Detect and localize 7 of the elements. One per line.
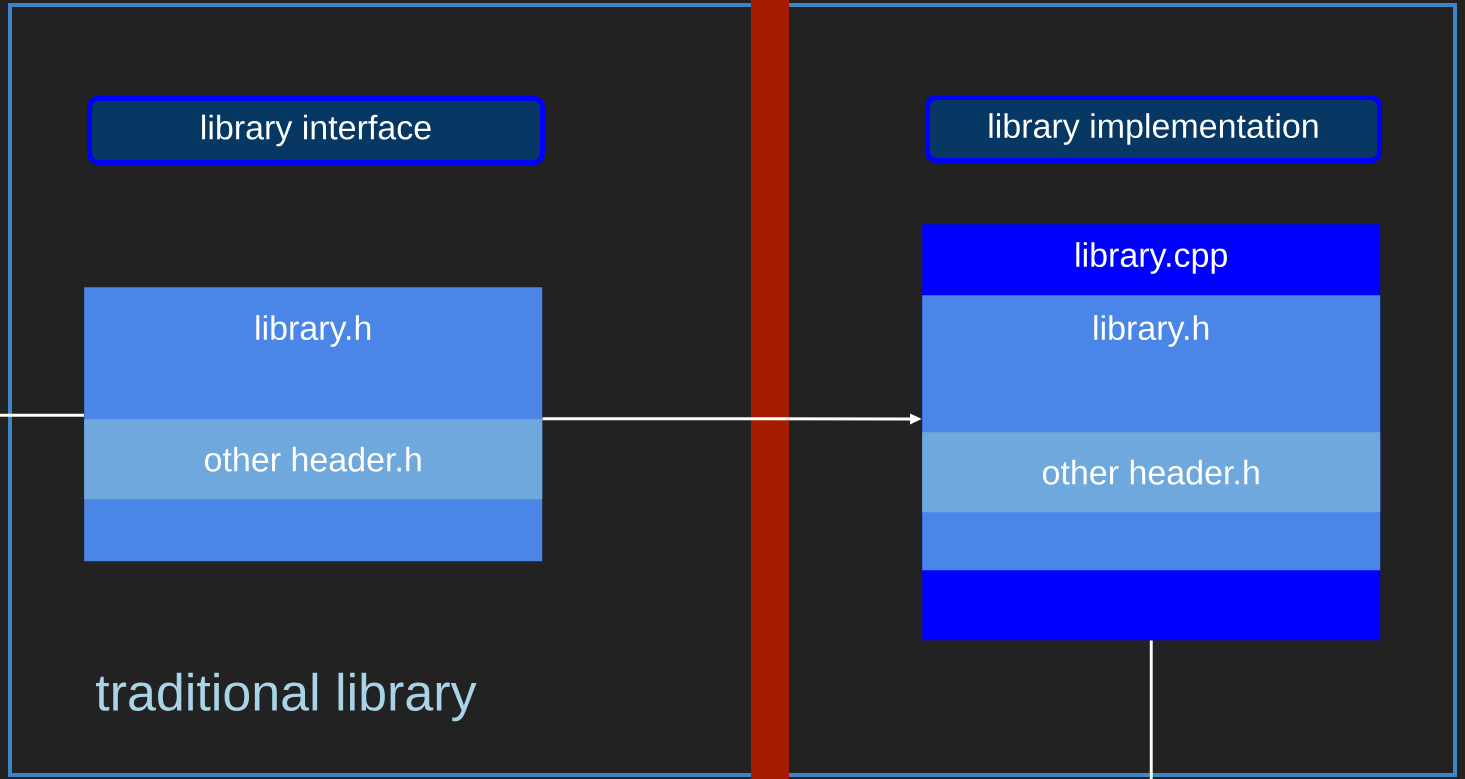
connector-line xyxy=(0,413,84,417)
header-band: other header.h xyxy=(922,432,1381,513)
header-band: other header.h xyxy=(84,419,543,500)
caption-text: traditional library xyxy=(96,672,477,722)
connector-line xyxy=(1149,640,1153,779)
title-box: library interface xyxy=(87,96,545,165)
title-box: library implementation xyxy=(925,95,1382,163)
